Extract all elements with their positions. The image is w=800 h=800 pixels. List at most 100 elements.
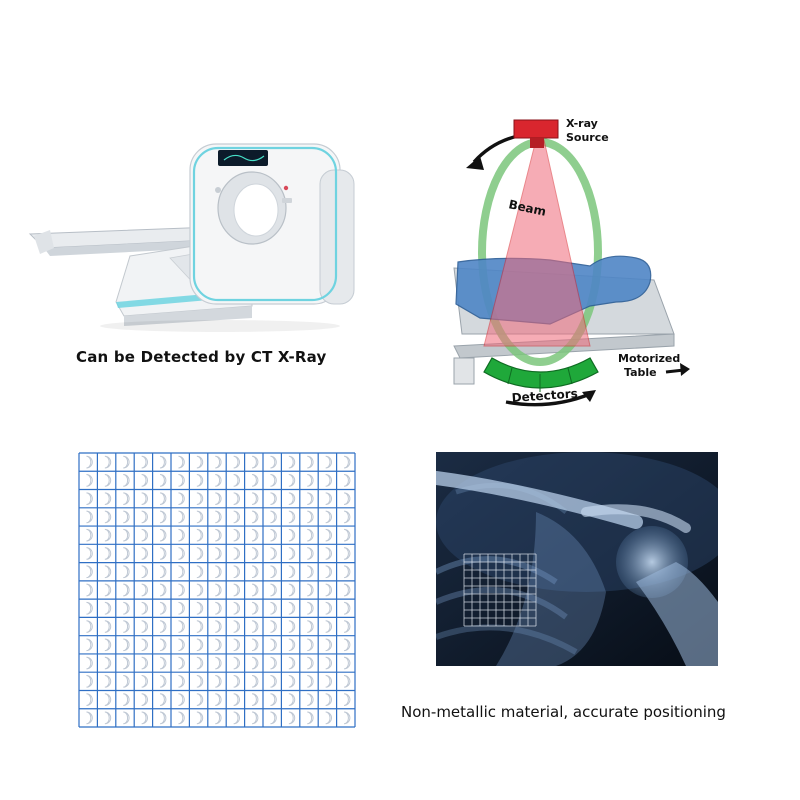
grid-marker xyxy=(196,528,204,542)
grid-marker xyxy=(159,638,167,652)
grid-marker xyxy=(196,674,204,688)
grid-marker xyxy=(104,656,112,670)
grid-marker xyxy=(196,656,204,670)
grid-marker xyxy=(215,638,222,652)
ct-diagram: X-ray Source Beam Motorized Table Detect… xyxy=(440,110,700,410)
grid-marker xyxy=(215,711,222,725)
grid-marker xyxy=(288,656,296,670)
grid-marker xyxy=(215,492,222,506)
grid-marker xyxy=(104,601,112,615)
grid-marker xyxy=(159,711,167,725)
grid-marker xyxy=(343,674,351,688)
grid-marker xyxy=(86,528,93,542)
grid-marker xyxy=(307,674,314,688)
grid-marker xyxy=(215,547,222,560)
source-label-2: Source xyxy=(566,131,609,144)
grid-marker xyxy=(325,693,333,706)
grid-marker xyxy=(307,620,314,633)
grid-marker xyxy=(307,492,314,506)
grid-marker xyxy=(159,583,167,597)
grid-marker xyxy=(178,565,185,579)
grid-marker xyxy=(343,693,351,706)
grid-marker xyxy=(141,510,148,524)
grid-marker xyxy=(343,620,351,633)
grid-marker xyxy=(104,711,112,725)
grid-marker xyxy=(233,711,240,725)
grid-marker xyxy=(325,601,332,615)
grid-marker xyxy=(270,474,277,487)
grid-marker xyxy=(178,547,185,560)
grid-marker xyxy=(123,656,130,670)
grid-marker xyxy=(233,693,241,706)
grid-marker xyxy=(86,620,93,633)
grid-marker xyxy=(159,492,167,506)
grid-marker xyxy=(270,492,277,506)
grid-marker xyxy=(233,492,240,506)
grid-marker xyxy=(215,474,222,487)
grid-marker xyxy=(343,565,351,579)
grid-marker xyxy=(159,474,167,487)
grid-marker xyxy=(307,528,314,542)
grid-marker xyxy=(325,638,333,652)
grid-marker xyxy=(215,565,222,579)
grid-marker xyxy=(343,492,351,506)
grid-marker xyxy=(196,583,204,597)
grid-marker xyxy=(159,674,167,688)
grid-marker xyxy=(307,711,314,725)
source-label-1: X-ray xyxy=(566,117,598,130)
grid-marker xyxy=(307,601,314,615)
grid-marker xyxy=(141,583,149,597)
grid-marker xyxy=(123,455,130,469)
grid-marker xyxy=(307,547,314,560)
grid-marker xyxy=(215,583,222,597)
grid-marker xyxy=(159,656,167,670)
grid-marker xyxy=(251,455,259,469)
grid-marker xyxy=(288,674,296,688)
grid-marker xyxy=(215,620,222,633)
grid-marker xyxy=(123,711,130,725)
grid-marker xyxy=(233,638,241,652)
grid-marker xyxy=(343,638,351,652)
grid-marker xyxy=(178,638,185,652)
grid-marker xyxy=(288,528,296,542)
grid-marker xyxy=(251,693,259,706)
grid-marker xyxy=(178,674,185,688)
grid-marker xyxy=(159,455,167,469)
grid-marker xyxy=(233,565,240,579)
xray-source xyxy=(513,119,559,139)
grid-marker xyxy=(86,583,93,597)
grid-marker xyxy=(141,547,148,560)
table-label-1: Motorized xyxy=(618,352,680,365)
grid-marker xyxy=(325,455,332,469)
grid-marker xyxy=(196,601,204,615)
grid-marker xyxy=(270,510,277,524)
grid-marker xyxy=(288,711,296,725)
grid-marker xyxy=(233,528,241,542)
grid-marker xyxy=(270,583,277,597)
xray-caption: Non-metallic material, accurate position… xyxy=(401,703,726,721)
grid-marker xyxy=(159,693,167,706)
grid-marker xyxy=(343,601,351,615)
ct-caption: Can be Detected by CT X-Ray xyxy=(76,348,327,366)
grid-marker xyxy=(104,474,112,487)
grid-marker xyxy=(270,528,277,542)
grid-marker xyxy=(104,455,112,469)
grid-marker xyxy=(307,474,314,487)
grid-marker xyxy=(178,492,185,506)
grid-marker xyxy=(233,583,241,597)
grid-marker xyxy=(159,601,167,615)
grid-marker xyxy=(141,528,149,542)
grid-marker xyxy=(343,510,351,524)
grid-marker xyxy=(196,693,204,706)
grid-marker xyxy=(104,583,112,597)
grid-marker xyxy=(141,565,148,579)
grid-marker xyxy=(104,565,112,579)
grid-marker xyxy=(215,601,222,615)
grid-marker xyxy=(325,510,332,524)
grid-marker xyxy=(123,510,130,524)
xray-grid-overlay xyxy=(463,553,537,627)
grid-marker xyxy=(178,474,185,487)
grid-marker xyxy=(251,510,259,524)
detectors-label: Detectors xyxy=(511,386,578,405)
grid-marker xyxy=(86,547,93,560)
